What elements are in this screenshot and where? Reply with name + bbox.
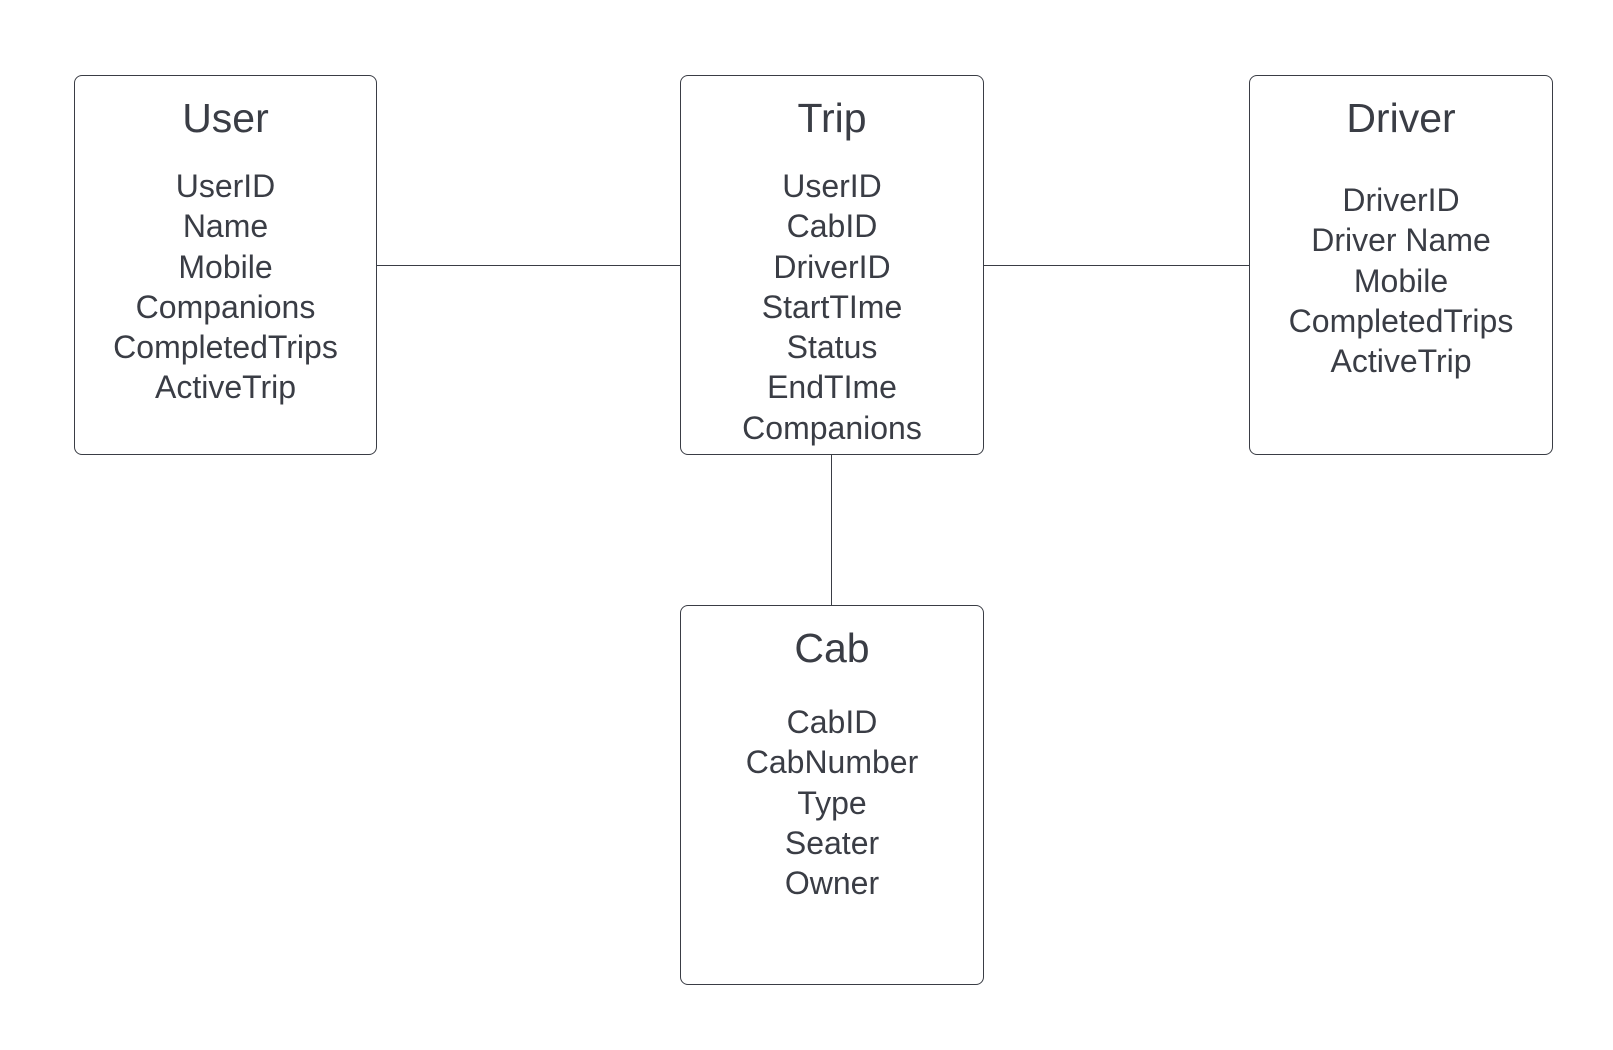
cab-entity-box[interactable]: Cab CabID CabNumber Type Seater Owner xyxy=(680,605,984,985)
cab-attribute: CabID xyxy=(786,704,878,740)
driver-entity-title: Driver xyxy=(1346,95,1456,141)
user-entity-title: User xyxy=(182,95,269,141)
cab-attribute: Owner xyxy=(784,865,880,902)
user-attribute-list: UserID Name Mobile Companions CompletedT… xyxy=(75,166,376,408)
user-attribute: Mobile xyxy=(178,248,273,285)
driver-attribute: Driver Name xyxy=(1311,222,1491,259)
driver-attribute-list: DriverID Driver Name Mobile CompletedTri… xyxy=(1250,180,1552,381)
trip-entity-title: Trip xyxy=(797,95,867,141)
user-attribute: Name xyxy=(182,208,269,245)
trip-attribute: EndTIme xyxy=(767,369,897,406)
user-attribute: CompletedTrips xyxy=(113,329,338,366)
driver-attribute: ActiveTrip xyxy=(1330,343,1472,380)
cab-attribute: CabNumber xyxy=(745,744,919,781)
trip-driver-connector xyxy=(984,265,1249,267)
trip-attribute: UserID xyxy=(782,168,882,204)
trip-cab-connector xyxy=(831,455,833,605)
trip-entity-box[interactable]: Trip UserID CabID DriverID StartTIme Sta… xyxy=(680,75,984,455)
user-attribute: UserID xyxy=(175,168,276,204)
driver-attribute: CompletedTrips xyxy=(1288,302,1514,339)
user-trip-connector xyxy=(377,265,680,267)
cab-attribute-list: CabID CabNumber Type Seater Owner xyxy=(681,702,983,903)
trip-attribute: CabID xyxy=(786,208,878,245)
trip-attribute: DriverID xyxy=(773,248,891,285)
user-attribute: Companions xyxy=(135,288,316,325)
cab-attribute: Type xyxy=(797,784,867,821)
driver-attribute: DriverID xyxy=(1342,182,1460,218)
driver-attribute: Mobile xyxy=(1353,262,1449,299)
trip-attribute: StartTIme xyxy=(761,288,903,325)
driver-entity-box[interactable]: Driver DriverID Driver Name Mobile Compl… xyxy=(1249,75,1553,455)
cab-entity-title: Cab xyxy=(794,625,870,671)
user-attribute: ActiveTrip xyxy=(154,369,297,406)
cab-attribute: Seater xyxy=(784,824,880,861)
trip-attribute: Companions xyxy=(742,409,922,446)
trip-attribute: Status xyxy=(786,329,878,366)
user-entity-box[interactable]: User UserID Name Mobile Companions Compl… xyxy=(74,75,377,455)
trip-attribute-list: UserID CabID DriverID StartTIme Status E… xyxy=(681,166,983,448)
